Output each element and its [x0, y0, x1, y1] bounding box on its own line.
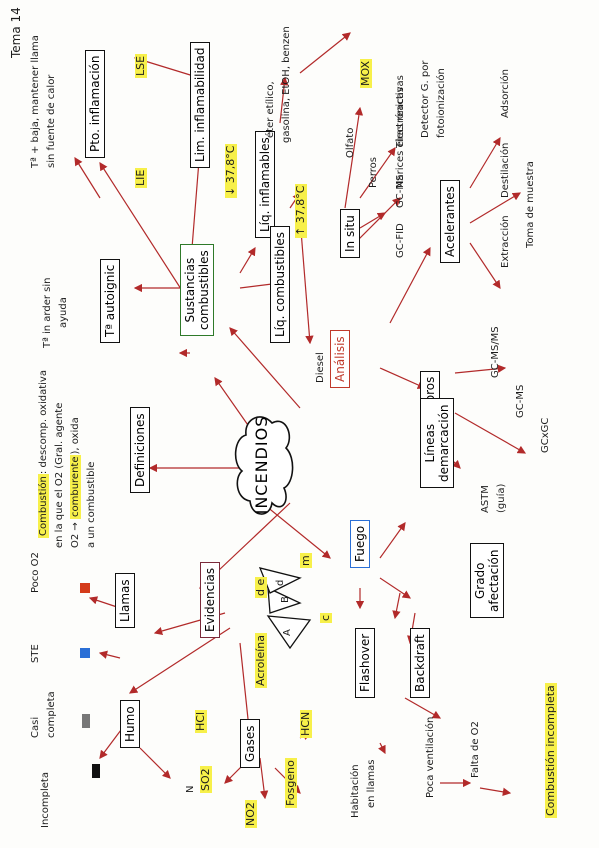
tri-label-a: A	[282, 629, 293, 636]
arrow-center-analisis	[214, 377, 251, 429]
tri-label-m: m	[299, 553, 312, 568]
center-node: INCENDIOS	[232, 407, 296, 523]
tri-label-de: d e	[254, 576, 267, 598]
tri-label-b: B	[280, 596, 291, 603]
arrow-center-sustancias	[229, 327, 301, 409]
triangle-b	[267, 586, 302, 614]
triangle-a	[266, 615, 312, 650]
tri-label-d: d	[275, 579, 286, 586]
tri-label-c: c	[319, 612, 332, 623]
